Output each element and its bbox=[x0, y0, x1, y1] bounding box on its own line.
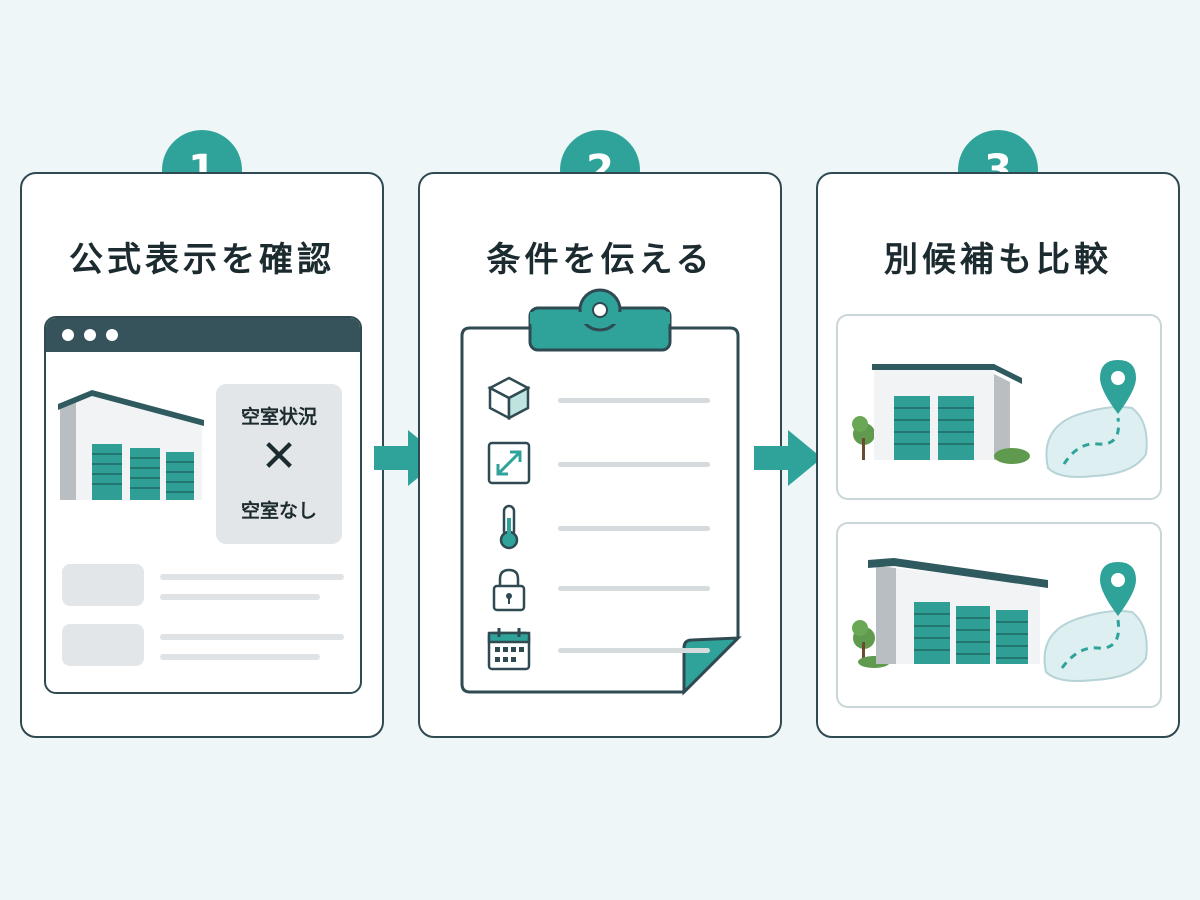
vacancy-status-value: 空室なし bbox=[240, 500, 317, 522]
step-title-2: 条件を伝える bbox=[486, 240, 714, 280]
placeholder-text-line bbox=[160, 594, 320, 600]
unavailable-x-mark: ✕ bbox=[260, 431, 298, 482]
map-route-icon bbox=[1043, 562, 1148, 682]
checklist-line bbox=[558, 586, 710, 591]
alternative-storage-option bbox=[836, 314, 1162, 500]
browser-window: 空室状況 ✕ 空室なし bbox=[44, 316, 362, 694]
checklist-line bbox=[558, 398, 710, 403]
vacancy-status-heading: 空室状況 bbox=[240, 406, 317, 428]
step-title-3: 別候補も比較 bbox=[884, 240, 1112, 280]
storage-warehouse-illustration bbox=[852, 364, 1030, 464]
step-card-check-listing: 公式表示を確認 空室状況 ✕ 空室なし bbox=[20, 172, 384, 738]
checklist-line bbox=[558, 648, 710, 653]
storage-warehouse-illustration bbox=[58, 390, 204, 500]
flow-arrow-icon bbox=[754, 430, 822, 486]
calendar-icon bbox=[487, 628, 531, 671]
checklist-line bbox=[558, 462, 710, 467]
checklist-line bbox=[558, 526, 710, 531]
lock-icon bbox=[492, 568, 526, 612]
window-dot bbox=[84, 329, 96, 341]
placeholder-text-line bbox=[160, 574, 344, 580]
browser-title-bar bbox=[46, 318, 360, 352]
storage-warehouse-illustration bbox=[852, 558, 1048, 668]
alternative-storage-option bbox=[836, 522, 1162, 708]
thermometer-icon bbox=[499, 504, 519, 550]
placeholder-text-line bbox=[160, 654, 320, 660]
placeholder-thumbnail bbox=[62, 564, 144, 606]
cube-icon bbox=[487, 376, 531, 420]
resize-icon bbox=[487, 441, 531, 485]
map-route-icon bbox=[1045, 360, 1148, 478]
vacancy-status-panel: 空室状況 ✕ 空室なし bbox=[216, 384, 342, 544]
step-card-tell-conditions: 条件を伝える bbox=[418, 172, 782, 738]
window-dot bbox=[62, 329, 74, 341]
placeholder-thumbnail bbox=[62, 624, 144, 666]
placeholder-text-line bbox=[160, 634, 344, 640]
step-title-1: 公式表示を確認 bbox=[69, 240, 335, 280]
step-card-compare-options: 別候補も比較 bbox=[816, 172, 1180, 738]
window-dot bbox=[106, 329, 118, 341]
